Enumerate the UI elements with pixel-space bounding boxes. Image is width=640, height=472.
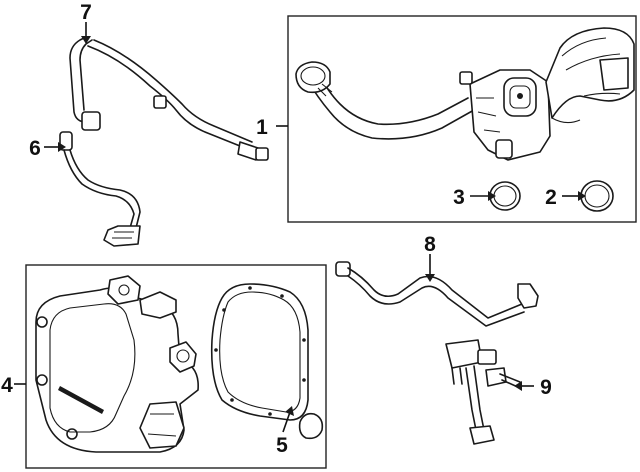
arrowhead-6 [58, 142, 66, 152]
callout-4: 4 [1, 374, 13, 397]
pressure-sensor[interactable] [445, 339, 521, 445]
vent-tube[interactable] [335, 261, 539, 327]
arrowhead-5 [285, 406, 294, 416]
callout-7: 7 [80, 1, 92, 24]
vacuum-pump-assembly[interactable] [35, 275, 199, 453]
callout-3: 3 [453, 186, 465, 209]
oil-separator-assembly[interactable] [295, 27, 635, 161]
assembly-frame-1 [287, 15, 637, 223]
callout-5: 5 [276, 434, 288, 457]
leader-5 [282, 411, 291, 433]
arrowhead-8 [425, 274, 435, 282]
callout-6: 6 [29, 137, 41, 160]
arrowhead-7 [81, 36, 91, 44]
callout-2: 2 [545, 186, 557, 209]
breather-hose[interactable] [69, 37, 269, 161]
assembly-frame-4 [25, 264, 327, 469]
callout-1: 1 [256, 116, 268, 139]
pump-gasket[interactable] [210, 283, 324, 440]
callout-9: 9 [540, 376, 552, 399]
arrowhead-9 [514, 381, 522, 391]
arrowhead-2 [578, 191, 586, 201]
vacuum-line[interactable] [59, 131, 141, 247]
callout-8: 8 [424, 233, 436, 256]
arrowhead-3 [488, 191, 496, 201]
